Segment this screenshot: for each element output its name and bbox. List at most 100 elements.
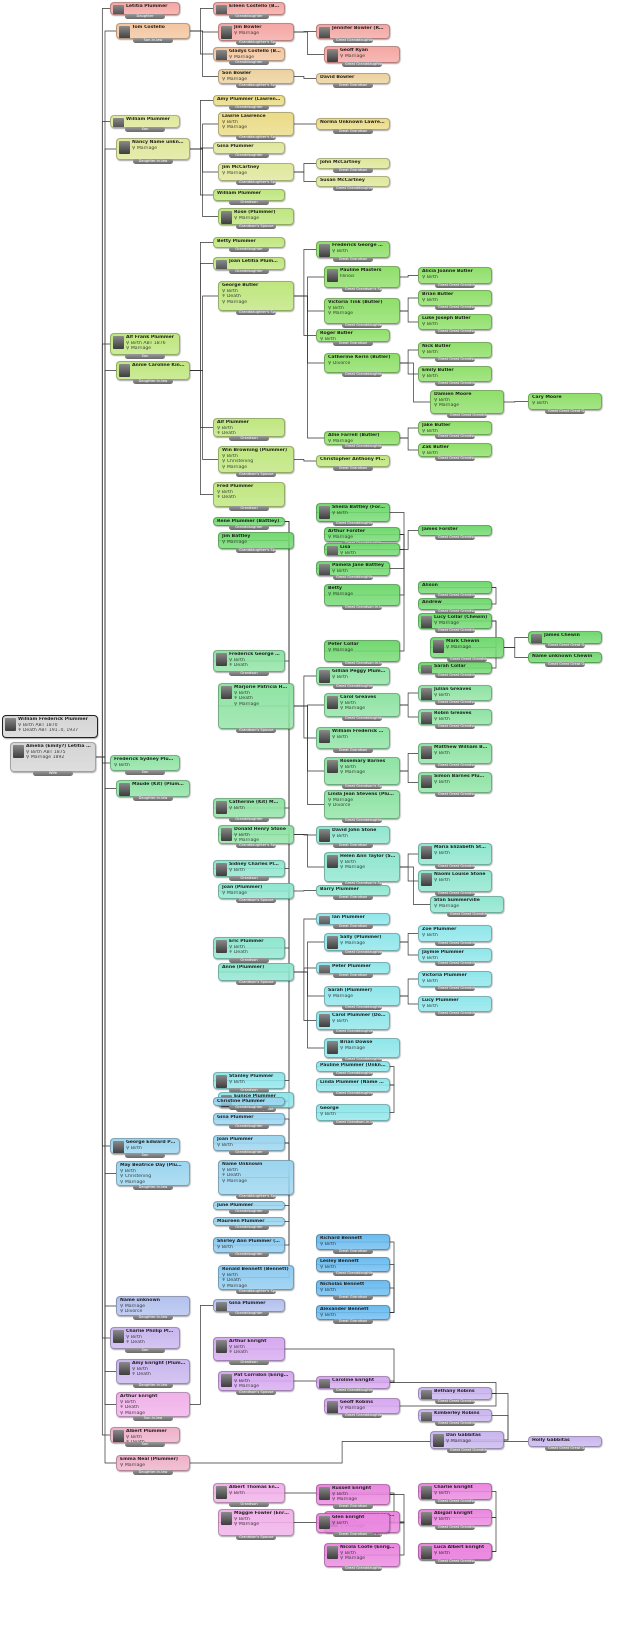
person-card-lucy-plummer[interactable]: Lucy Plummer♀ Birth xyxy=(418,996,492,1012)
person-card-arthur-enright[interactable]: Arthur Enright♀ Birth♰ Death♀ Marriage xyxy=(116,1392,190,1417)
person-card-zoe-plummer[interactable]: Zoe Plummer♀ Birth xyxy=(418,925,492,942)
person-card-william-frederick-plummer[interactable]: William Frederick Plummer♀ Birth ABT 187… xyxy=(2,715,98,738)
person-card-anne-plummer[interactable]: Anne (Plummer) xyxy=(218,963,294,981)
person-card-frederick-george-butler[interactable]: Frederick George Butler♀ Birth xyxy=(316,241,390,258)
person-card-donald-henry-stone[interactable]: Donald Henry Stone♀ Birth♀ Marriage xyxy=(218,825,294,844)
person-card-joan-plummer[interactable]: Joan (Plummer)♀ Marriage xyxy=(218,883,294,899)
person-card-david-john-stone[interactable]: David John Stone♀ Birth xyxy=(316,826,390,844)
person-card-brian-butler[interactable]: Brian Butler♀ Birth xyxy=(418,290,492,306)
person-card-lisa[interactable]: Lisa♀ Birth xyxy=(324,543,400,556)
person-card-stanley-plummer[interactable]: Stanley Plummer♀ Birth xyxy=(213,1072,285,1089)
person-card-son-bowler[interactable]: Son Bowler♀ Marriage xyxy=(218,69,294,84)
person-card-marjorie-patricia-hutson-plummer[interactable]: Marjorie Patricia Hutson (Plummer)♀ Birt… xyxy=(218,683,294,729)
person-card-glen-enright[interactable]: Glen Enright♀ Birth xyxy=(316,1513,390,1533)
person-card-mark-chewin[interactable]: Mark Chewin♀ Marriage xyxy=(430,637,504,658)
person-card-helen-ann-taylor-stone[interactable]: Helen Ann Taylor (Stone)♀ Birth♀ Marriag… xyxy=(324,852,400,882)
person-card-betty[interactable]: Betty♀ Marriage xyxy=(324,584,400,606)
person-card-nick-butler[interactable]: Nick Butler♀ Birth xyxy=(418,342,492,358)
person-card-joan-letitia-plummer-butler[interactable]: Joan Letitia Plummer (Butler) xyxy=(213,257,285,270)
person-card-frederick-sydney-plummer[interactable]: Frederick Sydney Plummer♀ Birth xyxy=(110,755,180,771)
person-card-carol-plummer-dowse[interactable]: Carol Plummer (Dowse)♀ Birth xyxy=(316,1011,390,1030)
person-card-arthur-enright[interactable]: Arthur Enright♀ Birth♰ Death xyxy=(213,1337,285,1361)
person-card-linda-plummer-name-unknown[interactable]: Linda Plummer (Name Unknown) xyxy=(316,1078,390,1092)
person-card-catherine-kerin-butler[interactable]: Catherine Kerin (Butler)♀ Divorce xyxy=(324,353,400,373)
person-card-amelia-emily-letitia-thompson-plummer[interactable]: Amelia (Emily?) Letitia Thompson (Plumme… xyxy=(10,742,96,772)
person-card-naomi-louise-stone[interactable]: Naomi Louise Stone♀ Birth xyxy=(418,870,492,892)
person-card-linda-jean-stevens-plummer[interactable]: Linda Jean Stevens (Plummer)♀ Marriage♀ … xyxy=(324,790,400,819)
person-card-rose-plummer[interactable]: Rose (Plummer)♀ Marriage xyxy=(218,208,294,225)
person-card-richard-bennett[interactable]: Richard Bennett♀ Birth xyxy=(316,1234,390,1250)
person-card-lesley-bennett[interactable]: Lesley Bennett♀ Birth xyxy=(316,1257,390,1272)
person-card-nicola-coote-enright[interactable]: Nicola Coote (Enright)♀ Birth♀ Marriage xyxy=(324,1543,400,1567)
person-card-william-frederick-plummer[interactable]: William Frederick Plummer♀ Birth xyxy=(316,727,390,749)
person-card-eric-plummer[interactable]: Eric Plummer♀ Birth♰ Death xyxy=(213,937,285,959)
person-card-luke-joseph-butler[interactable]: Luke Joseph Butler♀ Birth xyxy=(418,314,492,330)
person-card-emily-butler[interactable]: Emily Butler♀ Birth xyxy=(418,366,492,382)
person-card-alf-plummer[interactable]: Alf Plummer♀ Birth♰ Death xyxy=(213,418,285,437)
person-card-abigail-enright[interactable]: Abigail Enright♀ Birth xyxy=(418,1509,492,1526)
person-card-maria-elizabeth-stone[interactable]: Maria Elizabeth Stone♀ Birth xyxy=(418,843,492,865)
person-card-geoff-ryan[interactable]: Geoff Ryan♀ Marriage xyxy=(324,46,400,63)
person-card-lawrie-lawrence[interactable]: Lawrie Lawrence♀ Birth♀ Marriage xyxy=(218,112,294,136)
person-card-tom-costello[interactable]: Tom Costello xyxy=(116,23,190,39)
person-card-jake-butler[interactable]: Jake Butler♀ Birth xyxy=(418,421,492,435)
person-card-jaymie-plummer[interactable]: Jaymie Plummer♀ Birth xyxy=(418,948,492,962)
person-card-geoff-robins[interactable]: Geoff Robins♀ Marriage xyxy=(324,1398,400,1414)
person-card-carol-greaves[interactable]: Carol Greaves♀ Birth♀ Marriage xyxy=(324,693,400,717)
person-card-albert-plummer[interactable]: Albert Plummer♀ Birth♰ Death xyxy=(110,1427,180,1443)
person-card-victoria-tink-butler[interactable]: Victoria Tink (Butler)♀ Birth♀ Marriage xyxy=(324,298,400,324)
person-card-gladys-costello-bowler[interactable]: Gladys Costello (Bowler)♀ Marriage xyxy=(213,47,285,61)
person-card-alf-frank-plummer[interactable]: Alf Frank Plummer♀ Birth ABT 1876♀ Marri… xyxy=(110,333,180,355)
person-card-sidney-charles-plummer[interactable]: Sidney Charles Plummer♀ Birth xyxy=(213,860,285,877)
person-card-charlie-enright[interactable]: Charlie Enright♀ Birth xyxy=(418,1483,492,1500)
person-card-rosemary-barnes[interactable]: Rosemary Barnes♀ Birth♀ Marriage xyxy=(324,757,400,785)
person-card-maude-kit-plummer[interactable]: Maude (Kit) (Plummer) xyxy=(116,780,190,797)
person-card-pat-corridon-enright[interactable]: Pat Corridon (Enright)♀ Birth♀ Marriage xyxy=(218,1371,294,1391)
person-card-nicholas-bennett[interactable]: Nicholas Bennett♀ Birth xyxy=(316,1280,390,1296)
person-card-alexander-bennett[interactable]: Alexander Bennett♀ Birth xyxy=(316,1305,390,1320)
person-card-george-edward-plummer[interactable]: George Edward Plummer♀ Birth xyxy=(110,1138,180,1154)
person-card-damien-moore[interactable]: Damien Moore♀ Birth♀ Marriage xyxy=(430,390,504,414)
person-card-simon-barnes-plummer[interactable]: Simon Barnes Plummer♀ Birth xyxy=(418,772,492,793)
person-card-charlie-phillip-plummer[interactable]: Charlie Phillip Plummer♀ Birth♰ Death xyxy=(110,1327,180,1349)
person-card-george-butler[interactable]: George Butler♀ Birth♰ Death♀ Marriage xyxy=(218,281,294,311)
person-card-robin-greaves[interactable]: Robin Greaves♀ Birth xyxy=(418,709,492,725)
person-card-name-unknown[interactable]: Name unknown♀ Marriage♀ Divorce xyxy=(116,1296,190,1316)
person-card-jennifer-bowler-ryan[interactable]: Jennifer Bowler (Ryan) xyxy=(316,24,390,39)
person-card-allie-farrell-butler[interactable]: Allie Farrell (Butler)♀ Marriage xyxy=(324,431,400,445)
person-card-gillian-peggy-plummer[interactable]: Gillian Peggy Plummer♀ Birth xyxy=(316,667,390,685)
person-card-lucy-collar-chewin[interactable]: Lucy Collar (Chewin)♀ Marriage xyxy=(418,613,492,629)
person-card-jim-mccartney[interactable]: Jim McCartney♀ Marriage xyxy=(218,163,294,181)
person-card-stan-summerville[interactable]: Stan Summerville♀ Marriage xyxy=(430,896,504,913)
person-card-sarah-plummer[interactable]: Sarah (Plummer)♀ Marriage xyxy=(324,986,400,1006)
person-card-albert-thomas-enright[interactable]: Albert Thomas Enright♀ Birth xyxy=(213,1483,285,1503)
person-card-luca-albert-enright[interactable]: Luca Albert Enright♀ Birth xyxy=(418,1543,492,1560)
person-card-sally-plummer[interactable]: Sally (Plummer)♀ Marriage xyxy=(324,933,400,951)
person-card-maggie-fowler-enright[interactable]: Maggie Fowler (Enright)♀ Birth♀ Marriage xyxy=(218,1509,294,1536)
person-card-frederick-george-plummer[interactable]: Frederick George Plummer♀ Birth♰ Death xyxy=(213,650,285,672)
person-card-amy-enright-plummer[interactable]: Amy Enright (Plummer)♀ Birth♰ Death xyxy=(116,1359,190,1384)
person-card-russell-enright[interactable]: Russell Enright♀ Birth♀ Marriage xyxy=(316,1484,390,1505)
person-card-peter-collar[interactable]: Peter Collar♀ Marriage xyxy=(324,640,400,662)
person-card-win-browning-plummer[interactable]: Win Browning (Plummer)♀ Birth♀ Christeni… xyxy=(218,446,294,473)
person-card-emma-neal-plummer[interactable]: Emma Neal (Plummer)♀ Marriage xyxy=(116,1455,190,1471)
person-card-dan-gabbitas[interactable]: Dan Gabbitas♀ Marriage xyxy=(430,1431,504,1449)
person-card-joan-plummer[interactable]: Joan Plummer♀ Birth xyxy=(213,1135,285,1151)
person-card-alicia-joanne-butler[interactable]: Alicia Joanne Butler♀ Birth xyxy=(418,267,492,284)
person-card-fred-plummer[interactable]: Fred Plummer♀ Birth♰ Death xyxy=(213,482,285,507)
person-card-ronald-bennett-bennett[interactable]: Ronald Bennett (Bennett)♀ Birth♰ Death♀ … xyxy=(218,1265,294,1290)
person-card-jim-battley[interactable]: Jim Battley♀ Marriage xyxy=(218,532,294,549)
person-card-george[interactable]: George♀ Birth xyxy=(316,1104,390,1121)
person-card-brian-dowse[interactable]: Brian Dowse♀ Marriage xyxy=(324,1038,400,1058)
person-card-catherine-kit-maude-plummer-stone[interactable]: Catherine (Kit) Maude Plummer (Stone)♀ B… xyxy=(213,798,285,818)
person-card-may-beatrice-day-plummer[interactable]: May Beatrice Day (Plummer)♀ Birth♀ Chris… xyxy=(116,1161,190,1186)
person-card-arthur-forster[interactable]: Arthur Forster♀ Marriage xyxy=(324,527,400,542)
person-card-victoria-plummer[interactable]: Victoria Plummer♀ Birth xyxy=(418,971,492,987)
person-card-cary-moore[interactable]: Cary Moore♀ Birth xyxy=(528,393,602,410)
person-card-nancy-name-unknown-plummer[interactable]: Nancy Name unknown (Plummer)♀ Marriage xyxy=(116,138,190,160)
person-card-sheila-battley-forster[interactable]: Sheila Battley (Forster)♀ Birth xyxy=(316,503,390,522)
person-card-jim-bowler[interactable]: Jim Bowler♀ Marriage xyxy=(218,23,294,41)
person-card-pamela-jane-battley[interactable]: Pamela Jane Battley♀ Birth xyxy=(316,561,390,576)
person-card-name-unknown[interactable]: Name Unknown♀ Birth♰ Death♀ Marriage xyxy=(218,1160,294,1195)
